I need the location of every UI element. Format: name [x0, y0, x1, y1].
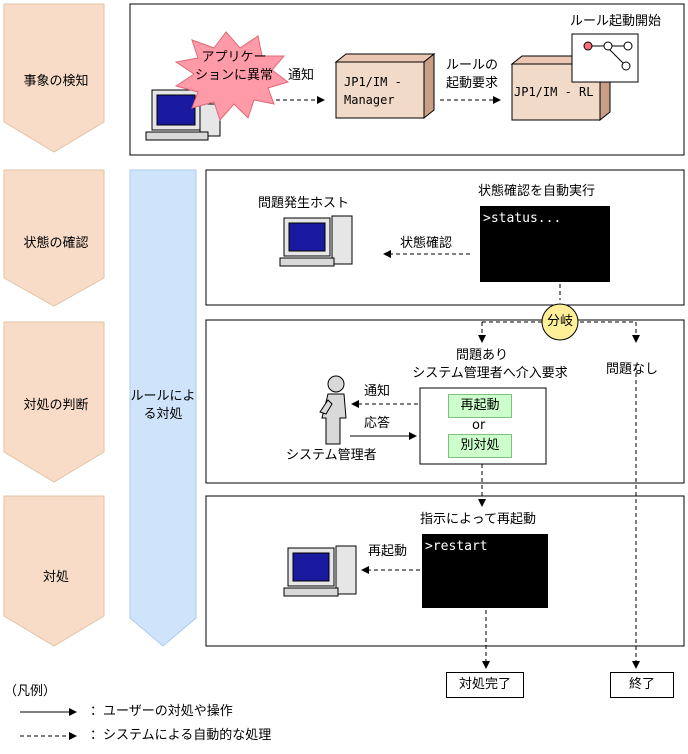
problem-no-label: 問題なし — [606, 362, 659, 377]
other-action-button[interactable]: 別対処 — [448, 434, 512, 458]
burst-text-2: ションに異常 — [194, 68, 273, 83]
pc-icon-restart — [283, 545, 357, 597]
branch-circle — [541, 303, 579, 341]
stage-arrow-4 — [3, 495, 105, 647]
branch-label: 分岐 — [546, 314, 573, 329]
end-box: 終了 — [610, 672, 674, 698]
legend-title: （凡例） — [4, 684, 57, 699]
intervention-label: システム管理者へ介入要求 — [412, 366, 568, 381]
legend-solid-label: ：ユーザーの対処や操作 — [90, 704, 233, 719]
rule-flow-icon — [571, 33, 639, 83]
restart-terminal: >restart — [422, 534, 548, 608]
error-burst — [174, 31, 290, 121]
admin-label: システム管理者 — [286, 448, 377, 463]
rule-start-label: ルール起動開始 — [570, 14, 662, 29]
rule-request-label-2: 起動要求 — [446, 76, 499, 91]
pc-icon-detect — [145, 89, 221, 141]
stage-label-check: 状態の確認 — [23, 236, 89, 251]
admin-figure — [319, 375, 347, 445]
detect-notify-label: 通知 — [288, 68, 315, 83]
rule-band-label: ルールによる対処 — [130, 389, 196, 422]
instruct-label: 指示によって再起動 — [420, 512, 536, 527]
host-label: 問題発生ホスト — [258, 196, 350, 211]
manager-box — [334, 52, 436, 120]
admin-reply-label: 応答 — [364, 416, 391, 431]
stage-label-detect: 事象の検知 — [23, 74, 89, 89]
stage-arrow-2 — [3, 169, 105, 307]
pc-icon-host — [279, 215, 353, 267]
rule-band — [129, 169, 197, 647]
status-terminal: >status... — [480, 206, 610, 282]
check-label: 状態確認 — [400, 236, 453, 251]
stage-label-judge: 対処の判断 — [23, 398, 89, 413]
stage-arrow-3 — [3, 321, 105, 483]
end-done-box: 対処完了 — [446, 672, 524, 698]
burst-text-1: アプリケー — [201, 50, 267, 65]
stage-label-action: 対処 — [42, 570, 69, 585]
admin-notify-label: 通知 — [364, 384, 391, 399]
legend-dashed-label: ：システムによる自動的な処理 — [90, 728, 272, 743]
rl-label: JP1/IM - RL — [514, 85, 594, 99]
restart-arrow-label: 再起動 — [368, 544, 408, 559]
problem-yes-label: 問題あり — [455, 348, 508, 363]
rule-request-label-1: ルールの — [446, 58, 499, 73]
auto-exec-label: 状態確認を自動実行 — [478, 184, 596, 199]
stage-arrow-1 — [3, 3, 105, 153]
manager-label-1: JP1/IM - — [344, 75, 402, 89]
restart-option-button[interactable]: 再起動 — [448, 394, 512, 418]
manager-label-2: Manager — [344, 93, 395, 107]
or-label: or — [472, 418, 486, 433]
